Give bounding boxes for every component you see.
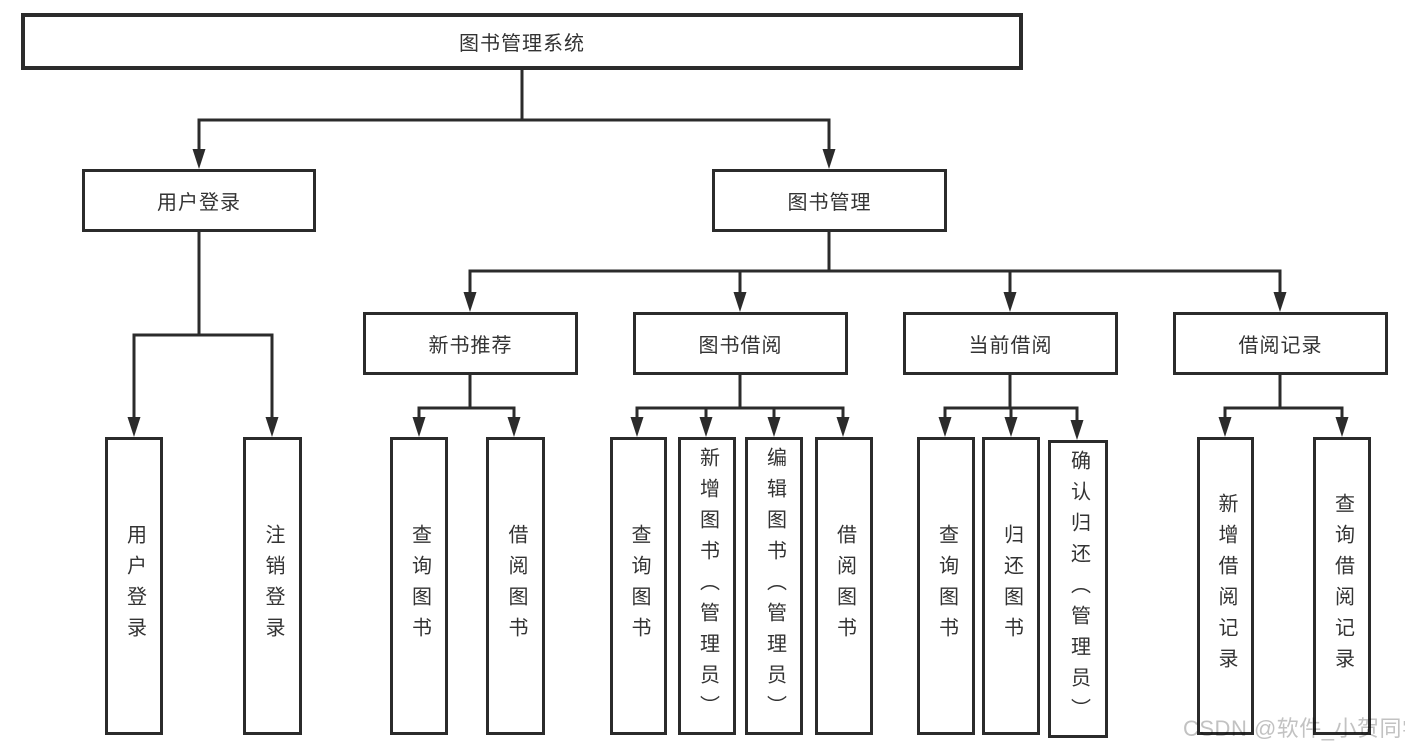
node-borrow-records: 借阅记录 <box>1173 312 1388 375</box>
arrowhead-down-icon <box>1273 292 1287 312</box>
leaf-edit-books-admin-label: 编辑图书（管理员） <box>763 446 786 726</box>
arrowhead-down-icon <box>822 149 836 169</box>
arrowhead-down-icon <box>1335 417 1349 437</box>
leaf-query-books-1: 查询图书 <box>390 437 448 735</box>
node-root: 图书管理系统 <box>21 13 1023 70</box>
leaf-add-borrow-record: 新增借阅记录 <box>1197 437 1254 735</box>
node-current-borrow-label: 当前借阅 <box>968 335 1053 357</box>
node-root-label: 图书管理系统 <box>459 33 585 55</box>
leaf-query-books-2-label: 查询图书 <box>628 524 650 648</box>
node-book-management: 图书管理 <box>712 169 947 232</box>
arrowhead-down-icon <box>699 417 713 437</box>
leaf-confirm-return-admin-label: 确认归还（管理员） <box>1067 449 1090 729</box>
leaf-return-books-label: 归还图书 <box>1000 524 1023 648</box>
arrowhead-down-icon <box>938 417 952 437</box>
leaf-logout-label: 注销登录 <box>262 524 284 648</box>
arrowhead-down-icon <box>412 417 426 437</box>
leaf-edit-books-admin: 编辑图书（管理员） <box>745 437 803 735</box>
leaf-query-borrow-record: 查询借阅记录 <box>1313 437 1371 735</box>
node-borrow-records-label: 借阅记录 <box>1238 335 1323 357</box>
node-user-login: 用户登录 <box>82 169 316 232</box>
node-new-book-recommend-label: 新书推荐 <box>428 335 513 357</box>
arrowhead-down-icon <box>127 417 141 437</box>
arrowhead-down-icon <box>463 292 477 312</box>
arrowhead-down-icon <box>1218 417 1232 437</box>
arrowhead-down-icon <box>630 417 644 437</box>
node-current-borrow: 当前借阅 <box>903 312 1118 375</box>
leaf-borrow-books-1-label: 借阅图书 <box>505 524 527 648</box>
leaf-add-books-admin-label: 新增图书（管理员） <box>696 446 719 726</box>
leaf-logout: 注销登录 <box>243 437 302 735</box>
leaf-query-books-3-label: 查询图书 <box>935 524 958 648</box>
leaf-borrow-books-2-label: 借阅图书 <box>833 524 856 648</box>
leaf-return-books: 归还图书 <box>982 437 1040 735</box>
leaf-query-borrow-record-label: 查询借阅记录 <box>1331 493 1354 679</box>
leaf-add-books-admin: 新增图书（管理员） <box>678 437 736 735</box>
leaf-user-login: 用户登录 <box>105 437 163 735</box>
node-book-management-label: 图书管理 <box>787 192 872 214</box>
leaf-user-login-label: 用户登录 <box>123 524 146 648</box>
node-book-borrow: 图书借阅 <box>633 312 848 375</box>
arrowhead-down-icon <box>733 292 747 312</box>
csdn-watermark: CSDN @软件_小贺同学 <box>1183 716 1405 741</box>
arrowhead-down-icon <box>192 149 206 169</box>
leaf-borrow-books-2: 借阅图书 <box>815 437 873 735</box>
arrowhead-down-icon <box>1070 420 1084 440</box>
leaf-borrow-books-1: 借阅图书 <box>486 437 545 735</box>
node-user-login-label: 用户登录 <box>157 192 241 214</box>
leaf-query-books-3: 查询图书 <box>917 437 975 735</box>
arrowhead-down-icon <box>507 417 521 437</box>
leaf-confirm-return-admin: 确认归还（管理员） <box>1048 440 1108 738</box>
arrowhead-down-icon <box>1003 292 1017 312</box>
node-new-book-recommend: 新书推荐 <box>363 312 578 375</box>
arrowhead-down-icon <box>836 417 850 437</box>
arrowhead-down-icon <box>265 417 279 437</box>
node-book-borrow-label: 图书借阅 <box>698 335 783 357</box>
leaf-add-borrow-record-label: 新增借阅记录 <box>1215 493 1237 679</box>
arrowhead-down-icon <box>1004 417 1018 437</box>
leaf-query-books-2: 查询图书 <box>610 437 667 735</box>
arrowhead-down-icon <box>767 417 781 437</box>
leaf-query-books-1-label: 查询图书 <box>408 524 431 648</box>
